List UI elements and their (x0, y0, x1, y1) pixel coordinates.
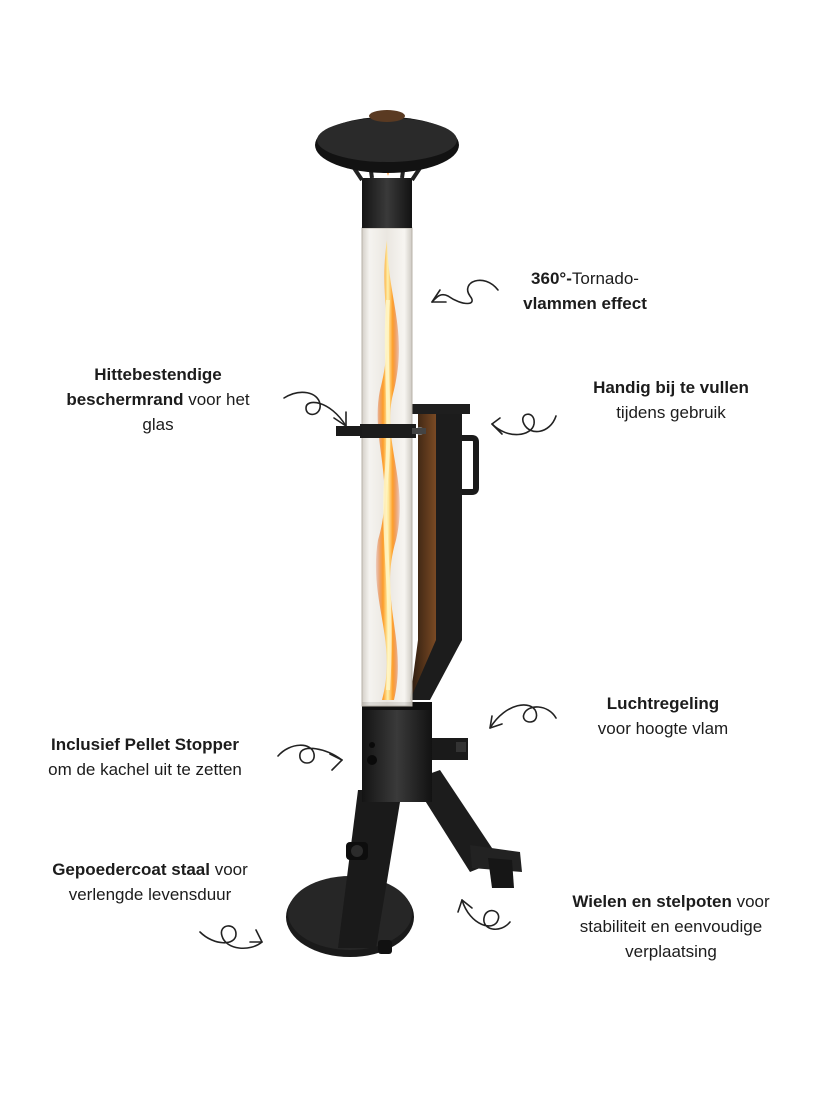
rear-leg (412, 738, 522, 888)
callout-heat-rim: Hittebestendige beschermrand voor het gl… (66, 365, 250, 434)
pellet-hopper (410, 404, 479, 700)
front-leg (338, 790, 402, 948)
callout-powder-coat: Gepoedercoat staal voor verlengde levens… (52, 860, 248, 904)
callout-air-control: Luchtregeling voor hoogte vlam (597, 694, 729, 738)
callout-wheels: Wielen en stelpoten voor stabiliteit en … (572, 892, 770, 961)
callout-tornado: 360°-Tornado- vlammen effect (523, 269, 647, 313)
reflector-hat (315, 110, 459, 173)
heat-ring (336, 424, 426, 438)
callout-refill: Handig bij te vullen tijdens gebruik (593, 378, 749, 422)
callout-pellet-stopper: Inclusief Pellet Stopper om de kachel ui… (48, 735, 242, 779)
